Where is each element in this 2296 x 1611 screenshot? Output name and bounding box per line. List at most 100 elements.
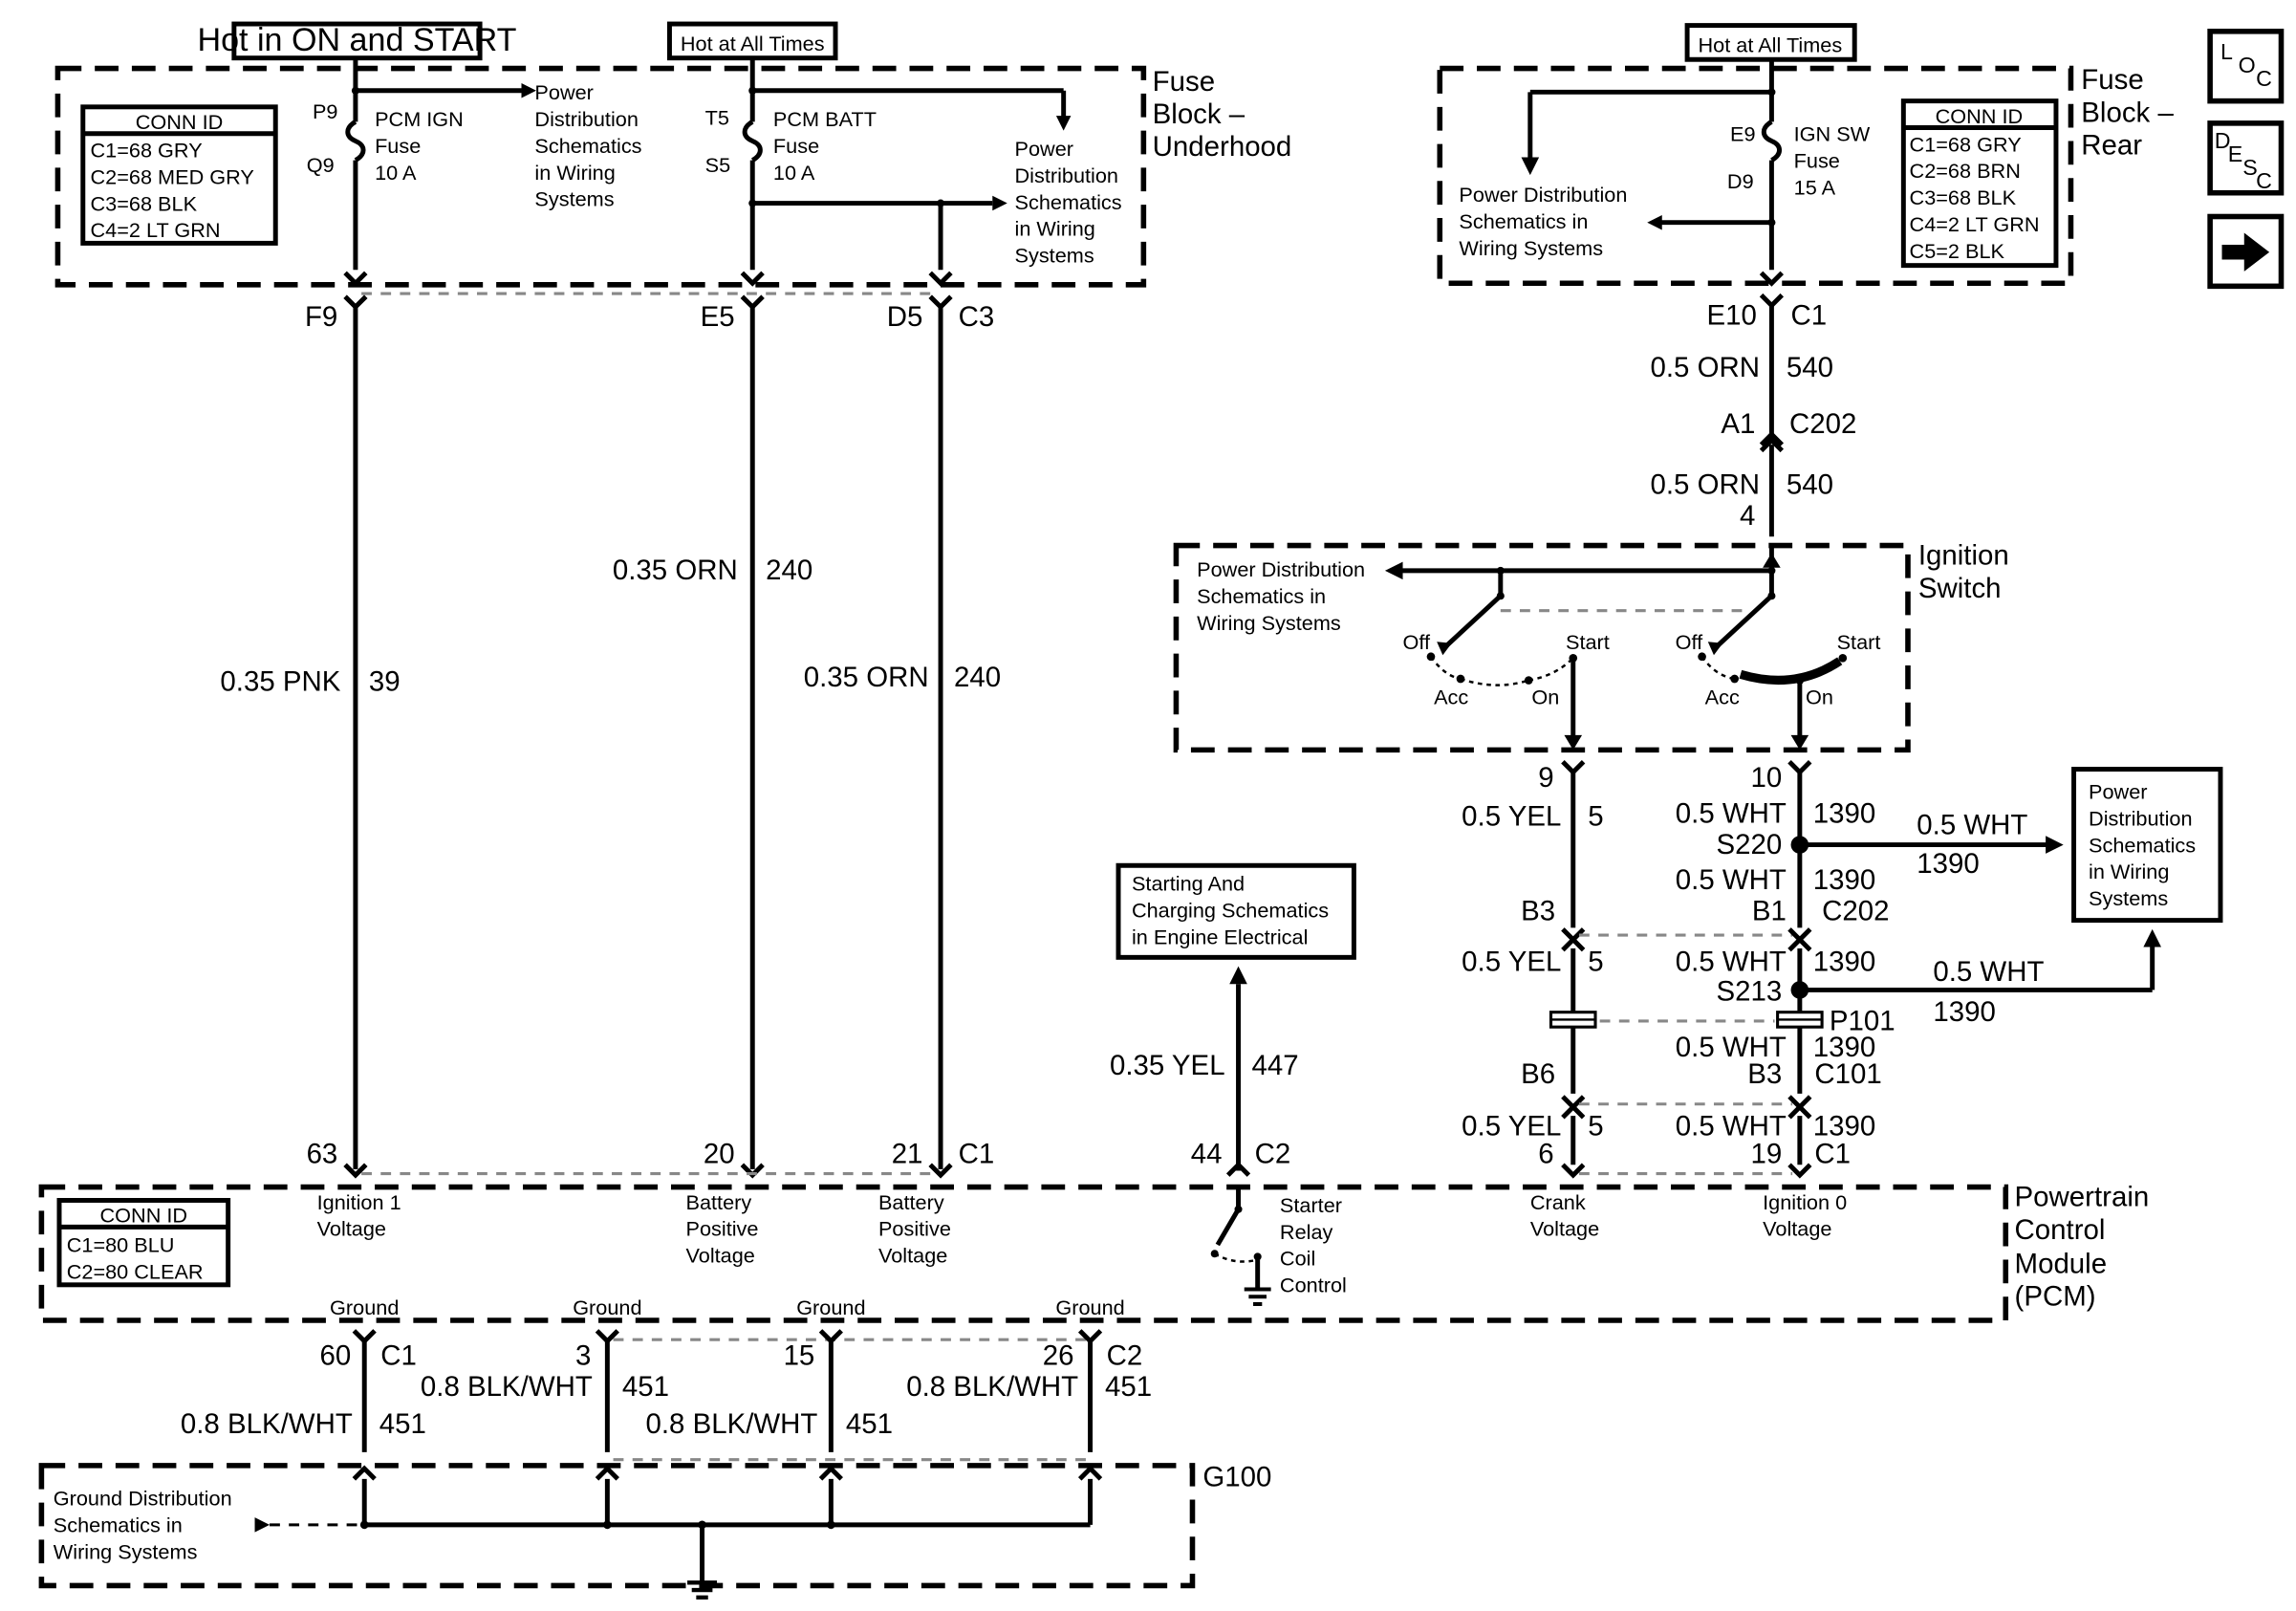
ground-15-gauge: 0.8 BLK/WHT — [645, 1408, 817, 1440]
power-dist-ref-right: Power Distribution Schematics in Wiring … — [2089, 780, 2201, 911]
ground-26-gauge: 0.8 BLK/WHT — [906, 1371, 1078, 1403]
wire-240a-gauge: 0.35 ORN — [613, 555, 738, 586]
svg-text:C: C — [2256, 168, 2272, 193]
pcm-module: Powertrain Control Module (PCM) CONN ID … — [38, 1182, 2157, 1323]
g100-outline — [38, 1463, 1196, 1589]
ign0-circuit: 10 0.5 WHT 1390 S220 0.5 WHT 1390 B1 C20… — [1676, 760, 2223, 1179]
pin-4: 4 — [1740, 500, 1755, 532]
fuse-block-underhood: Hot in ON and START Hot at All Times Fus… — [54, 21, 1292, 288]
ground-26-circuit: 451 — [1105, 1371, 1152, 1403]
svg-text:E: E — [2228, 142, 2243, 166]
arrow-right-icon — [2221, 232, 2270, 272]
pin-60: 60 — [320, 1340, 352, 1372]
ignition-switch-title: Ignition Switch — [1918, 540, 2017, 604]
ground-15-circuit: 451 — [846, 1408, 893, 1440]
loc-button[interactable]: L O C — [2207, 29, 2285, 104]
conn-c202-b: C202 — [1822, 896, 1889, 927]
ground-label-3: Ground — [573, 1295, 641, 1319]
pin-20: 20 — [704, 1139, 735, 1170]
ground-60-gauge: 0.8 BLK/WHT — [181, 1408, 353, 1440]
ign0-gauge-1: 0.5 WHT — [1676, 797, 1787, 829]
branch1-circuit: 1390 — [1917, 848, 1979, 880]
pin-d5: D5 — [887, 301, 923, 333]
wire-540-gauge-2: 0.5 ORN — [1650, 468, 1760, 500]
ign0-gauge-4: 0.5 WHT — [1676, 1032, 1787, 1063]
conn-c2-ground: C2 — [1107, 1340, 1143, 1372]
conn-id-title-rear: CONN ID — [1936, 104, 2024, 128]
ign0-gauge-3: 0.5 WHT — [1676, 946, 1787, 977]
wire-240a-circuit: 240 — [766, 555, 812, 586]
conn-id-list-rear: C1=68 GRY C2=68 BRN C3=68 BLK C4=2 LT GR… — [1910, 132, 2046, 263]
ground-60-circuit: 451 — [379, 1408, 426, 1440]
switch-start-left: Start — [1566, 630, 1610, 654]
conn-c101: C101 — [1814, 1058, 1881, 1090]
ground-dist-ref: Ground Distribution Schematics in Wiring… — [54, 1487, 238, 1564]
pcm-ign-fuse-label: PCM IGN Fuse 10 A — [375, 107, 469, 185]
g100-title: G100 — [1202, 1462, 1271, 1493]
conn-id-title-pcm: CONN ID — [100, 1204, 188, 1228]
crank-circuit: 9 0.5 YEL 5 B3 0.5 YEL 5 B6 0.5 YEL 5 6 — [1462, 760, 1604, 1179]
pin-b1: B1 — [1752, 896, 1787, 927]
svg-text:L: L — [2220, 39, 2233, 64]
wire-540-gauge-1: 0.5 ORN — [1650, 352, 1760, 383]
next-button[interactable] — [2207, 213, 2285, 290]
conn-id-box-pcm — [56, 1198, 231, 1288]
ign0-circuit-2: 1390 — [1813, 864, 1876, 896]
switch-start-right: Start — [1837, 630, 1881, 654]
switch-on-right: On — [1806, 685, 1833, 708]
pin-b6: B6 — [1521, 1058, 1555, 1090]
ign0-circuit-3: 1390 — [1813, 946, 1876, 977]
pin-19: 19 — [1751, 1139, 1783, 1170]
svg-text:D: D — [2215, 128, 2231, 153]
crank-gauge-3: 0.5 YEL — [1462, 1110, 1561, 1142]
power-dist-ref-1: Power Distribution Schematics in Wiring … — [534, 80, 647, 211]
pin-63: 63 — [307, 1139, 338, 1170]
wire-540: E10 C1 0.5 ORN 540 A1 C202 0.5 ORN 540 4 — [1650, 293, 1856, 537]
conn-p101: P101 — [1830, 1005, 1895, 1036]
power-dist-ref-rear: Power Distribution Schematics in Wiring … — [1459, 183, 1633, 260]
crank-circuit-2: 5 — [1588, 946, 1603, 977]
input-ignition1-voltage: Ignition 1 Voltage — [317, 1190, 407, 1241]
switch-off-left: Off — [1403, 630, 1432, 654]
power-dist-ref-ign-sw: Power Distribution Schematics in Wiring … — [1197, 557, 1371, 635]
hot-label-rear: Hot at All Times — [1699, 33, 1843, 56]
crank-gauge-1: 0.5 YEL — [1462, 800, 1561, 832]
ign0-gauge-2: 0.5 WHT — [1676, 864, 1787, 896]
pin-26: 26 — [1043, 1340, 1074, 1372]
power-dist-ref-box-right — [2071, 767, 2223, 924]
crank-circuit-3: 5 — [1588, 1110, 1603, 1142]
wire-447-gauge: 0.35 YEL — [1110, 1050, 1225, 1081]
wire-540-circuit-1: 540 — [1787, 352, 1833, 383]
ignition-switch: Ignition Switch Power Distribution Schem… — [1173, 540, 2017, 753]
fuse-block-underhood-outline — [54, 65, 1147, 288]
g100-ground: G100 Ground Distribution Schematics in W… — [38, 1462, 1271, 1600]
fuse-block-underhood-title: Fuse Block – Underhood — [1153, 66, 1292, 163]
desc-button[interactable]: D E S C — [2207, 120, 2285, 196]
pcm-title: Powertrain Control Module (PCM) — [2015, 1182, 2157, 1313]
pcm-outline — [38, 1184, 2009, 1323]
switch-acc-left: Acc — [1434, 685, 1468, 708]
fuse-pin-s5: S5 — [705, 153, 731, 177]
pin-44: 44 — [1191, 1139, 1223, 1170]
splice-s220-label: S220 — [1717, 829, 1783, 860]
conn-c2-pcm: C2 — [1255, 1139, 1291, 1170]
switch-off-right: Off — [1676, 630, 1704, 654]
conn-id-list: C1=68 GRY C2=68 MED GRY C3=68 BLK C4=2 L… — [91, 139, 260, 243]
starting-charging-ref: Starting And Charging Schematics in Engi… — [1132, 872, 1334, 949]
pin-e5: E5 — [701, 301, 735, 333]
input-battery-voltage-2: Battery Positive Voltage — [878, 1190, 957, 1268]
ign0-circuit-1: 1390 — [1813, 797, 1876, 829]
starting-charging-ref-box — [1116, 862, 1356, 960]
svg-text:S: S — [2242, 155, 2258, 180]
pin-9: 9 — [1538, 762, 1553, 794]
ground-wires: 60 C1 0.8 BLK/WHT 451 3 0.8 BLK/WHT 451 … — [181, 1329, 1152, 1481]
switch-on-left: On — [1531, 685, 1559, 708]
crank-gauge-2: 0.5 YEL — [1462, 946, 1561, 977]
pcm-ign-fuse-icon — [345, 120, 366, 163]
branch1-gauge: 0.5 WHT — [1917, 810, 2027, 841]
ground-3-circuit: 451 — [622, 1371, 669, 1403]
fuse-pin-t5: T5 — [705, 105, 729, 129]
conn-c1-pcm: C1 — [959, 1139, 995, 1170]
pin-6: 6 — [1538, 1139, 1553, 1170]
